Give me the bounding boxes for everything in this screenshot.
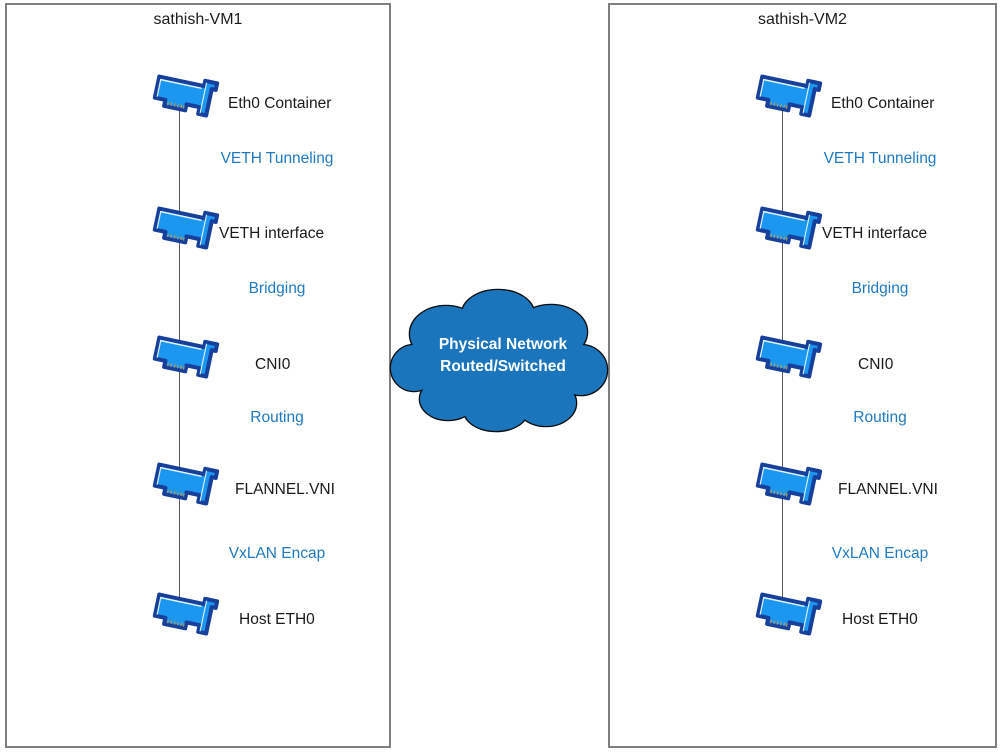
vm1-edge-label-veth-tunneling: VETH Tunneling — [220, 150, 334, 167]
cloud-icon — [389, 288, 609, 433]
physical-network-cloud: Physical Network Routed/Switched — [388, 286, 610, 440]
vm2-host-eth0-nic-icon — [747, 584, 829, 646]
vm1-host-eth0-nic-icon — [144, 584, 226, 646]
vm2-node-label-veth-interface: VETH interface — [822, 225, 928, 242]
vm2-edge-label-vxlan-encap: VxLAN Encap — [831, 545, 929, 562]
cloud-label: Physical Network Routed/Switched — [408, 334, 598, 378]
vm2-edge-label-bridging: Bridging — [851, 280, 909, 297]
vm2-veth-interface-nic-icon — [747, 198, 829, 260]
vm2-node-label-flannel-vni: FLANNEL.VNI — [838, 481, 938, 498]
vm1-title: sathish-VM1 — [153, 11, 243, 28]
vm2-node-label-host-eth0: Host ETH0 — [842, 611, 918, 628]
vm1-cni0-nic-icon — [144, 327, 226, 389]
vm1-node-label-host-eth0: Host ETH0 — [239, 611, 315, 628]
vm1-node-label-eth0-container: Eth0 Container — [228, 95, 332, 112]
vm1-edge-label-bridging: Bridging — [248, 280, 306, 297]
vm1-node-label-flannel-vni: FLANNEL.VNI — [235, 481, 335, 498]
vm2-panel: sathish-VM2 Eth0 Container VETH Tunnelin… — [608, 3, 997, 748]
vm1-flannel-vni-nic-icon — [144, 454, 226, 516]
vm1-node-label-cni0: CNI0 — [255, 356, 291, 373]
vm1-node-label-veth-interface: VETH interface — [219, 225, 325, 242]
vm2-node-label-eth0-container: Eth0 Container — [831, 95, 935, 112]
vm1-veth-interface-nic-icon — [144, 198, 226, 260]
vm2-node-label-cni0: CNI0 — [858, 356, 894, 373]
vm2-edge-label-veth-tunneling: VETH Tunneling — [823, 150, 937, 167]
vm2-title: sathish-VM2 — [758, 11, 847, 28]
vm2-flannel-vni-nic-icon — [747, 454, 829, 516]
cloud-label-line1: Physical Network — [438, 336, 568, 353]
vm2-edge-label-routing: Routing — [853, 409, 907, 426]
vm1-edge-label-vxlan-encap: VxLAN Encap — [228, 545, 326, 562]
vm1-edge-label-routing: Routing — [250, 409, 304, 426]
vm2-eth0-container-nic-icon — [747, 66, 829, 128]
vm1-panel: sathish-VM1 Eth0 Container VETH Tunnelin… — [5, 3, 391, 748]
vm2-cni0-nic-icon — [747, 327, 829, 389]
vm1-eth0-container-nic-icon — [144, 66, 226, 128]
cloud-label-line2: Routed/Switched — [440, 358, 566, 375]
